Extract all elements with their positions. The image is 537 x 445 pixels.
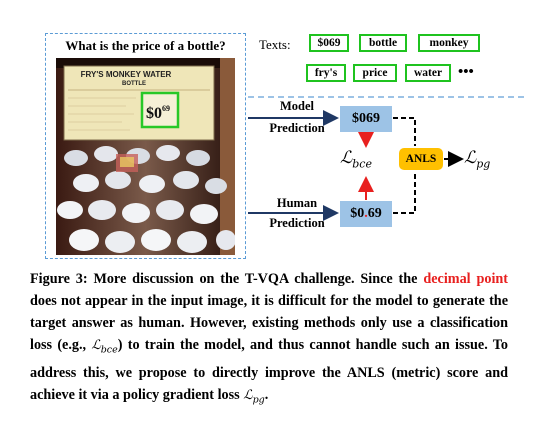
loss-pg: ℒpg xyxy=(464,148,491,171)
token-box: bottle xyxy=(359,34,407,52)
figure-3: What is the price of a bottle? FRY'S MON… xyxy=(45,33,524,259)
token-box: price xyxy=(353,64,397,82)
caption-highlight: decimal point xyxy=(423,271,508,287)
price-highlight xyxy=(140,91,180,129)
sign-line-2: BOTTLE xyxy=(122,81,146,87)
figure-caption: Figure 3: More discussion on the T-VQA c… xyxy=(30,271,508,406)
model-prediction-box: $069 xyxy=(340,106,392,132)
model-prediction-label: Prediction xyxy=(269,121,325,135)
human-prediction-box: $0.69 xyxy=(340,201,392,227)
loss-bce: ℒbce xyxy=(340,148,372,171)
model-label: Model xyxy=(279,99,315,113)
human-prediction-label: Prediction xyxy=(269,216,325,230)
anls-box: ANLS xyxy=(399,148,443,170)
more-tokens-ellipsis: ••• xyxy=(458,64,474,80)
texts-label: Texts: xyxy=(259,37,291,52)
bottles-photo: FRY'S MONKEY WATER BOTTLE $069 xyxy=(56,58,235,255)
sign-line-1: FRY'S MONKEY WATER xyxy=(81,70,172,79)
token-box: fry's xyxy=(306,64,346,82)
bottle-caps xyxy=(57,145,235,253)
question-text: What is the price of a bottle? xyxy=(65,38,226,53)
diagram-arrows xyxy=(248,110,464,221)
human-to-anls-dashed xyxy=(393,172,416,214)
token-box: water xyxy=(405,64,451,82)
model-to-anls-dashed xyxy=(393,117,416,146)
image-panel: What is the price of a bottle? FRY'S MON… xyxy=(45,33,246,259)
section-divider xyxy=(248,96,524,98)
token-box: $069 xyxy=(309,34,349,52)
token-box: monkey xyxy=(418,34,480,52)
sign-price: $069 xyxy=(146,104,170,122)
human-label: Human xyxy=(276,196,318,210)
